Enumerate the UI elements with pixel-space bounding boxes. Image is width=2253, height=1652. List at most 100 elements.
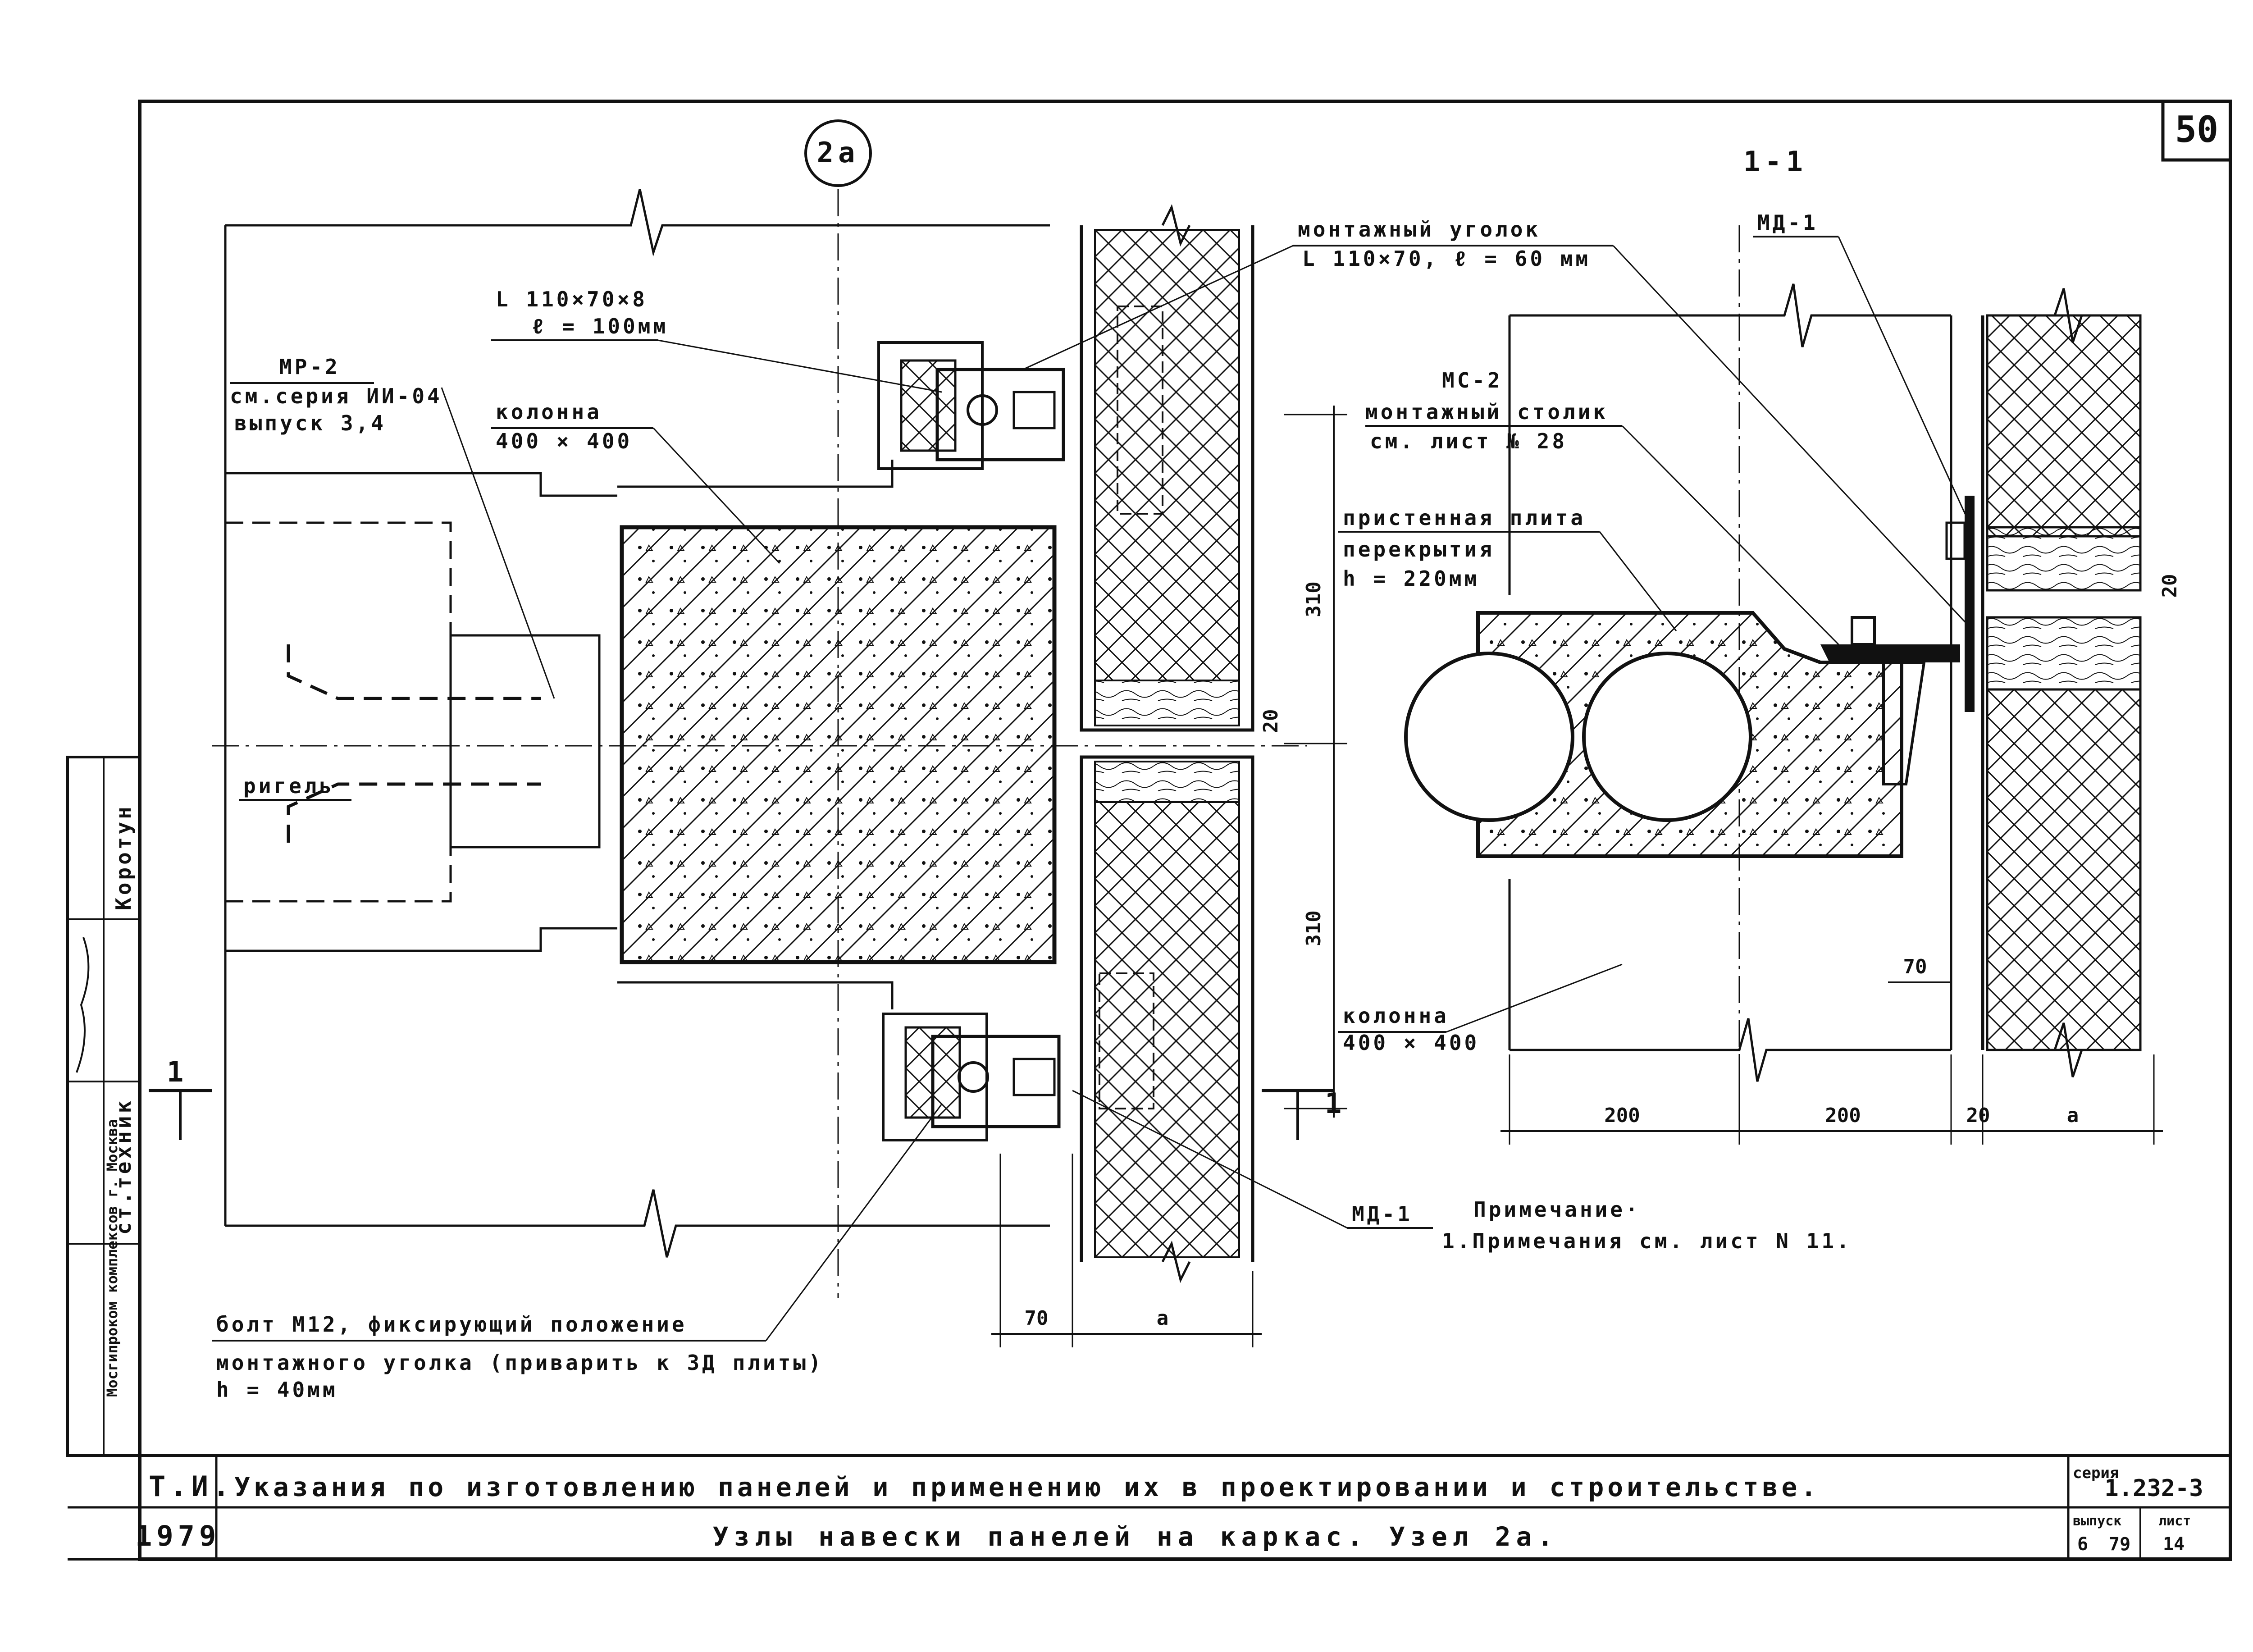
mr2-issue: выпуск 3,4: [234, 411, 386, 435]
section-mark-left: 1: [167, 1055, 188, 1088]
upper-bracket-frame: [877, 341, 984, 470]
section-column-bottom: [1510, 1018, 1951, 1082]
slab-void-1: [1404, 652, 1574, 822]
mount-angle-leader-r: [1612, 245, 1970, 627]
mount-angle-leader: [1022, 245, 1294, 370]
title-year: 1979: [135, 1520, 220, 1552]
section-lower-panel: [1986, 688, 2142, 1051]
md1-plate: [1965, 496, 1975, 712]
dim-a-section: a: [2067, 1104, 2079, 1127]
side-stamp-signature: [76, 937, 90, 1073]
upper-panel-timber: [1094, 680, 1240, 726]
title-issue-label: выпуск: [2073, 1513, 2121, 1529]
dim-310-lower: 310: [1302, 910, 1325, 946]
slab-contour-top: [225, 189, 1050, 257]
beam-outline: [224, 521, 452, 903]
title-issue-value: 6: [2077, 1534, 2088, 1555]
angle-l-label: L 110×70×8: [496, 287, 648, 311]
upper-panel-outline: [1080, 225, 1254, 732]
node-circle: [804, 119, 872, 187]
bolt-label-3: h = 40мм: [216, 1378, 338, 1402]
column-size: 400 × 400: [496, 429, 632, 453]
sheet-number: 50: [2175, 109, 2218, 151]
title-series-label: серия: [2073, 1464, 2119, 1482]
upper-mount-angle: [935, 368, 1065, 461]
column-leader: [652, 427, 780, 564]
upper-panel-insulation: [1094, 229, 1240, 681]
side-stamp-name: Коротун: [111, 804, 136, 910]
dim-310-upper: 310: [1302, 581, 1325, 617]
column2-size: 400 × 400: [1343, 1031, 1479, 1055]
lower-mount-angle: [931, 1035, 1061, 1128]
dim-20-left: 20: [1259, 709, 1282, 733]
md1-bottom-label: МД-1: [1352, 1202, 1413, 1226]
section-label: 1-1: [1743, 145, 1807, 178]
beam-label: ригель: [243, 774, 334, 798]
side-stamp-role: ст.техник: [111, 1098, 136, 1235]
mc2-label: МС-2: [1442, 368, 1503, 392]
column-outline-top: [617, 460, 894, 488]
md1-bottom-leader: [1072, 1090, 1348, 1229]
slab-contour-bottom: [225, 1189, 1050, 1258]
section-upper-timber: [1986, 526, 2142, 592]
slab-label-2: перекрытия: [1343, 537, 1495, 561]
section-upper-panel: [1986, 314, 2142, 538]
column-section: [620, 525, 1057, 964]
dim-20-section: 20: [1966, 1104, 1990, 1127]
bolt-label-1: болт М12, фиксирующий положение: [216, 1312, 687, 1337]
lower-panel-insulation: [1094, 801, 1240, 1258]
dim-a-left: a: [1157, 1307, 1169, 1330]
slab-leader: [1599, 531, 1677, 631]
mount-angle-label: монтажный уголок: [1298, 217, 1541, 242]
beam-top-line: [225, 472, 617, 497]
upper-bracket-plate: [900, 359, 957, 452]
title-line-1: Указания по изготовлению панелей и приме…: [234, 1472, 1820, 1502]
angle-len-label: ℓ = 100мм: [532, 314, 668, 338]
lower-panel-break: [1161, 1240, 1191, 1283]
beam-end: [449, 634, 601, 849]
upper-bolt-icon: [967, 394, 998, 426]
lower-panel-embed: [1099, 972, 1154, 1109]
upper-panel-break: [1161, 204, 1191, 247]
title-line-2: Узлы навески панелей на каркас. Узел 2а.: [713, 1521, 1559, 1552]
md1-top-leader: [1838, 236, 1970, 523]
dim-200-right: 200: [1825, 1104, 1861, 1127]
upper-panel-embed: [1117, 306, 1163, 515]
column2-label: колонна: [1343, 1004, 1449, 1028]
lower-panel-timber: [1094, 761, 1240, 803]
sheet-number-box: [2161, 100, 2232, 162]
mr2-leader: [441, 387, 555, 699]
mount-angle-size: L 110×70, ℓ = 60 мм: [1302, 246, 1591, 271]
mc2-ref: см. лист № 28: [1370, 429, 1567, 453]
mc2-leader: [1621, 425, 1844, 650]
lower-panel-outline: [1080, 755, 1254, 1262]
dim-20-right: 20: [2158, 574, 2181, 598]
slab-label: пристенная плита: [1343, 506, 1586, 530]
mr2-series: см.серия ИИ-04: [230, 384, 442, 408]
title-sheet-value: 14: [2163, 1534, 2185, 1555]
md1-nut-icon: [1945, 521, 1966, 560]
section-lower-timber: [1986, 616, 2142, 691]
section-mark-right: 1: [1325, 1087, 1346, 1120]
slab-h: h = 220мм: [1343, 566, 1479, 591]
bolt-leader: [765, 1104, 943, 1341]
column-outline-bottom: [617, 981, 894, 1009]
slab-void-2: [1582, 652, 1752, 822]
dim-70-left: 70: [1025, 1307, 1049, 1330]
mount-table-stiffener: [1882, 661, 1926, 785]
lower-nut-icon: [1012, 1058, 1056, 1096]
title-ti: Т.И.: [149, 1470, 234, 1503]
title-series-value: 1.232-3: [2104, 1475, 2203, 1502]
note-text: 1.Примечания см. лист N 11.: [1442, 1229, 1852, 1253]
beam-bottom-line: [225, 927, 617, 952]
md1-top-label: МД-1: [1757, 210, 1818, 235]
section-panel-break-bottom: [2053, 1022, 2083, 1077]
beam-dashed-1: [287, 644, 541, 700]
upper-nut-icon: [1012, 391, 1056, 429]
section-panel-break-top: [2053, 288, 2083, 343]
lower-bolt-icon: [958, 1061, 989, 1093]
bolt-label-2: монтажного уголка (приварить к ЗД плиты): [216, 1351, 824, 1375]
section-bolt-icon: [1851, 616, 1876, 646]
